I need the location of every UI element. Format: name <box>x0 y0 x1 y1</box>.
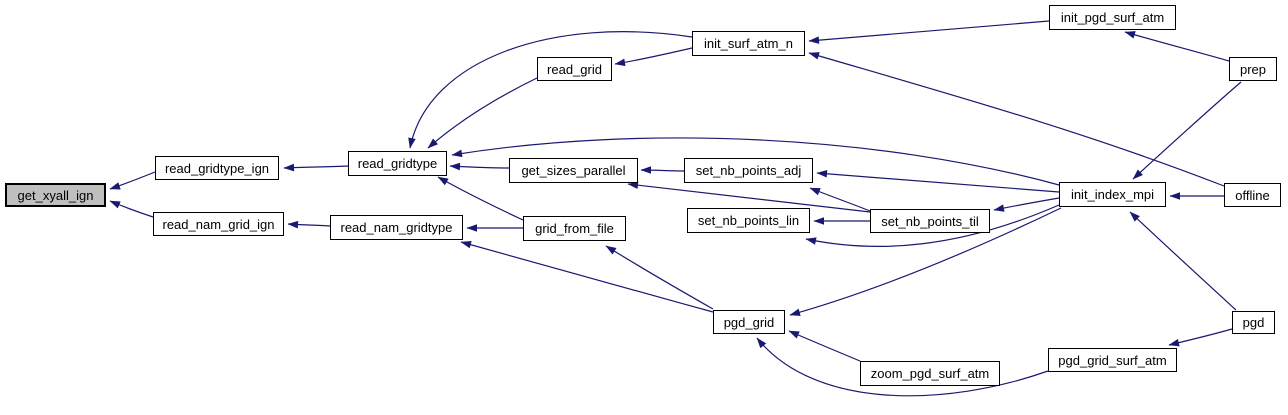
edge-pgd_grid-to-read_nam_gridtype <box>460 240 714 313</box>
edge-pgd-to-pgd_grid_surf_atm <box>1168 328 1233 347</box>
node-label: read_gridtype <box>357 156 438 171</box>
node-label: get_sizes_parallel <box>521 163 626 178</box>
node-label: init_surf_atm_n <box>704 36 793 51</box>
edge-pgd_grid-to-grid_from_file <box>605 245 714 310</box>
node-init_index_mpi[interactable]: init_index_mpi <box>1059 182 1166 207</box>
edge-read_gridtype_ign-to-get_xyall_ign <box>109 171 156 190</box>
edge-prep-to-init_pgd_surf_atm <box>1124 31 1230 62</box>
node-set_nb_points_adj[interactable]: set_nb_points_adj <box>684 158 813 183</box>
node-read_nam_gridtype[interactable]: read_nam_gridtype <box>330 215 463 240</box>
edge-prep-to-init_index_mpi <box>1132 81 1242 180</box>
node-grid_from_file[interactable]: grid_from_file <box>523 216 626 241</box>
node-read_nam_grid_ign[interactable]: read_nam_grid_ign <box>153 212 284 236</box>
node-offline[interactable]: offline <box>1224 183 1281 207</box>
edge-read_grid-to-read_gridtype <box>427 77 538 149</box>
edge-init_pgd_surf_atm-to-init_surf_atm_n <box>808 20 1050 44</box>
edge-init_surf_atm_n-to-read_gridtype <box>408 31 693 149</box>
edge-zoom_pgd_surf_atm-to-pgd_grid <box>788 330 861 362</box>
node-label: read_gridtype_ign <box>164 160 270 176</box>
node-label: set_nb_points_lin <box>697 213 800 228</box>
node-set_nb_points_lin[interactable]: set_nb_points_lin <box>687 208 810 233</box>
node-pgd_grid_surf_atm[interactable]: pgd_grid_surf_atm <box>1048 348 1177 372</box>
node-label: read_nam_grid_ign <box>162 216 275 232</box>
node-label: pgd_grid <box>723 314 775 330</box>
edge-init_index_mpi-to-read_gridtype <box>451 137 1060 186</box>
edge-set_nb_points_adj-to-get_sizes_parallel <box>640 166 685 174</box>
edge-init_index_mpi-to-set_nb_points_lin <box>805 204 1060 247</box>
node-pgd[interactable]: pgd <box>1232 311 1275 334</box>
edge-init_index_mpi-to-pgd_grid <box>789 207 1062 316</box>
node-pgd_grid[interactable]: pgd_grid <box>713 310 785 334</box>
edge-read_nam_gridtype-to-read_nam_grid_ign <box>287 220 331 229</box>
node-get_xyall_ign: get_xyall_ign <box>5 183 106 207</box>
node-label: pgd <box>1242 315 1265 330</box>
node-set_nb_points_til[interactable]: set_nb_points_til <box>870 209 990 233</box>
node-label: get_xyall_ign <box>17 187 94 203</box>
edge-init_index_mpi-to-set_nb_points_adj <box>816 169 1060 193</box>
node-label: read_nam_gridtype <box>340 220 453 235</box>
edge-get_sizes_parallel-to-read_gridtype <box>449 162 510 171</box>
node-get_sizes_parallel[interactable]: get_sizes_parallel <box>509 158 638 183</box>
node-read_gridtype_ign[interactable]: read_gridtype_ign <box>155 156 279 180</box>
node-label: init_index_mpi <box>1070 187 1155 202</box>
node-label: set_nb_points_til <box>881 213 979 229</box>
node-label: prep <box>1239 61 1267 77</box>
node-label: init_pgd_surf_atm <box>1060 10 1165 25</box>
edge-set_nb_points_til-to-get_sizes_parallel <box>627 181 871 213</box>
edge-init_surf_atm_n-to-read_grid <box>614 47 693 67</box>
edge-read_gridtype-to-read_gridtype_ign <box>283 163 349 172</box>
node-zoom_pgd_surf_atm[interactable]: zoom_pgd_surf_atm <box>860 361 1000 386</box>
node-label: pgd_grid_surf_atm <box>1058 352 1167 368</box>
node-init_pgd_surf_atm[interactable]: init_pgd_surf_atm <box>1049 5 1176 30</box>
edge-read_nam_grid_ign-to-get_xyall_ign <box>109 200 154 218</box>
edge-init_index_mpi-to-set_nb_points_til <box>993 197 1060 212</box>
node-label: grid_from_file <box>535 221 614 236</box>
node-label: zoom_pgd_surf_atm <box>870 366 990 381</box>
node-read_grid[interactable]: read_grid <box>537 57 612 81</box>
node-prep[interactable]: prep <box>1229 57 1277 81</box>
node-read_gridtype[interactable]: read_gridtype <box>348 151 447 176</box>
node-label: set_nb_points_adj <box>695 163 802 178</box>
node-init_surf_atm_n[interactable]: init_surf_atm_n <box>692 31 805 56</box>
node-label: read_grid <box>547 61 602 77</box>
edge-pgd_grid_surf_atm-to-pgd_grid <box>756 337 1049 397</box>
edge-pgd-to-init_index_mpi <box>1129 211 1237 311</box>
edge-offline-to-init_surf_atm_n <box>808 52 1225 187</box>
node-label: offline <box>1235 187 1270 203</box>
edge-grid_from_file-to-read_gridtype <box>437 176 524 221</box>
edge-set_nb_points_til-to-set_nb_points_adj <box>809 187 871 212</box>
